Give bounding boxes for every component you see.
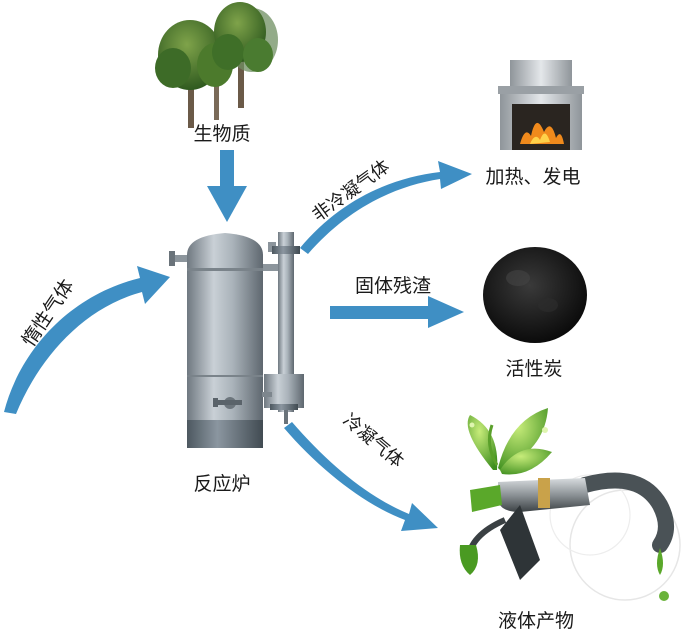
activated-carbon-label: 活性炭 — [505, 358, 562, 380]
reactor-icon — [169, 232, 304, 448]
solid-residue-arrow — [330, 296, 464, 328]
biomass-feed-arrow — [207, 150, 247, 222]
biomass-label: 生物质 — [193, 123, 250, 145]
liquid-product-label: 液体产物 — [498, 610, 574, 632]
noncondensable-gas-arrow — [300, 161, 472, 254]
condensable-gas-label: 冷凝气体 — [339, 410, 408, 472]
inert-gas-arrow — [4, 266, 170, 414]
solid-residue-label: 固体残渣 — [355, 275, 431, 297]
condensable-gas-arrow — [284, 422, 438, 531]
biomass-trees-icon — [155, 2, 278, 128]
heat-power-label: 加热、发电 — [485, 166, 580, 188]
fireplace-icon — [498, 60, 584, 150]
activated-carbon-icon — [483, 247, 587, 343]
fuel-nozzle-icon — [459, 408, 681, 601]
reactor-label: 反应炉 — [193, 473, 250, 495]
